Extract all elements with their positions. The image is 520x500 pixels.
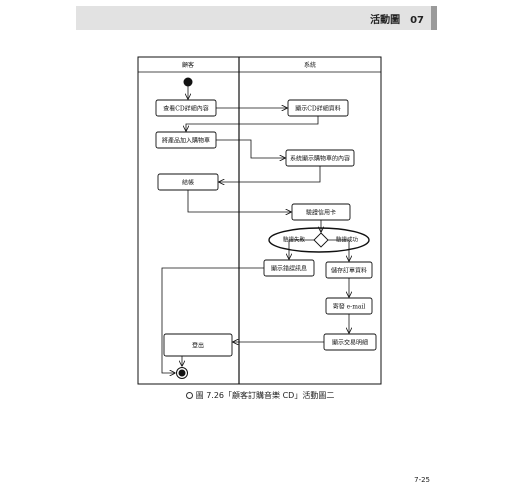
figure-caption: 圖 7.26「顧客訂購音樂 CD」活動圖二 (0, 390, 520, 401)
header-tab (431, 6, 437, 30)
guard-succeeded-label: 驗證成功 (336, 236, 359, 244)
page-number: 7-25 (414, 476, 430, 484)
lane-customer-label: 顧客 (182, 61, 194, 69)
guard-failed-label: 驗證失敗 (283, 236, 306, 244)
diagram-frame (137, 56, 382, 385)
svg-text:將產品加入購物車: 將產品加入購物車 (162, 137, 210, 145)
flow-show-cart-to-checkout (219, 166, 321, 182)
svg-text:登出: 登出 (192, 342, 204, 350)
activity-send-email: 寄發 e-mail (325, 297, 373, 315)
activity-save-order: 儲存訂單資料 (325, 261, 373, 279)
activity-logout: 登出 (163, 333, 233, 357)
figure-icon (185, 392, 193, 399)
activity-add-to-cart: 將產品加入購物車 (155, 131, 217, 149)
chapter-title: 活動圖 07 (370, 15, 424, 26)
svg-text:系統顯示購物車的內容: 系統顯示購物車的內容 (290, 155, 350, 163)
svg-text:顯示交易明細: 顯示交易明細 (332, 339, 368, 347)
svg-text:驗證信用卡: 驗證信用卡 (306, 209, 336, 217)
initial-node (183, 77, 193, 87)
lane-system-label: 系統 (304, 61, 316, 69)
svg-text:結帳: 結帳 (182, 179, 194, 187)
activity-checkout: 結帳 (157, 173, 219, 191)
figure-caption-text: 圖 7.26「顧客訂購音樂 CD」活動圖二 (195, 391, 335, 400)
activity-show-cd-details: 顯示CD詳細資料 (287, 99, 349, 117)
activity-view-cd-details: 查看CD詳細內容 (155, 99, 217, 117)
activity-show-transaction-note: 顯示交易明細 (323, 333, 377, 351)
svg-text:顯示CD詳細資料: 顯示CD詳細資料 (295, 105, 340, 113)
flow-add-cart-to-show-cart (216, 139, 285, 158)
activity-show-error-message: 顯示錯誤訊息 (263, 259, 315, 277)
svg-text:查看CD詳細內容: 查看CD詳細內容 (163, 105, 208, 113)
flow-decision-to-error (289, 239, 314, 259)
activity-show-cart-contents: 系統顯示購物車的內容 (285, 149, 355, 167)
activity-verify-credit-card: 驗證信用卡 (291, 203, 351, 221)
svg-text:儲存訂單資料: 儲存訂單資料 (331, 267, 367, 275)
svg-text:顯示錯誤訊息: 顯示錯誤訊息 (271, 265, 307, 273)
header-bar (76, 6, 431, 30)
flow-checkout-to-verify (187, 190, 291, 212)
flow-decision-to-save (328, 239, 349, 261)
decision-node (313, 232, 329, 248)
flow-show-details-to-add-cart (186, 116, 319, 131)
svg-text:寄發 e-mail: 寄發 e-mail (333, 303, 366, 311)
flow-error-to-final (161, 267, 264, 373)
final-node-inner (178, 369, 186, 377)
